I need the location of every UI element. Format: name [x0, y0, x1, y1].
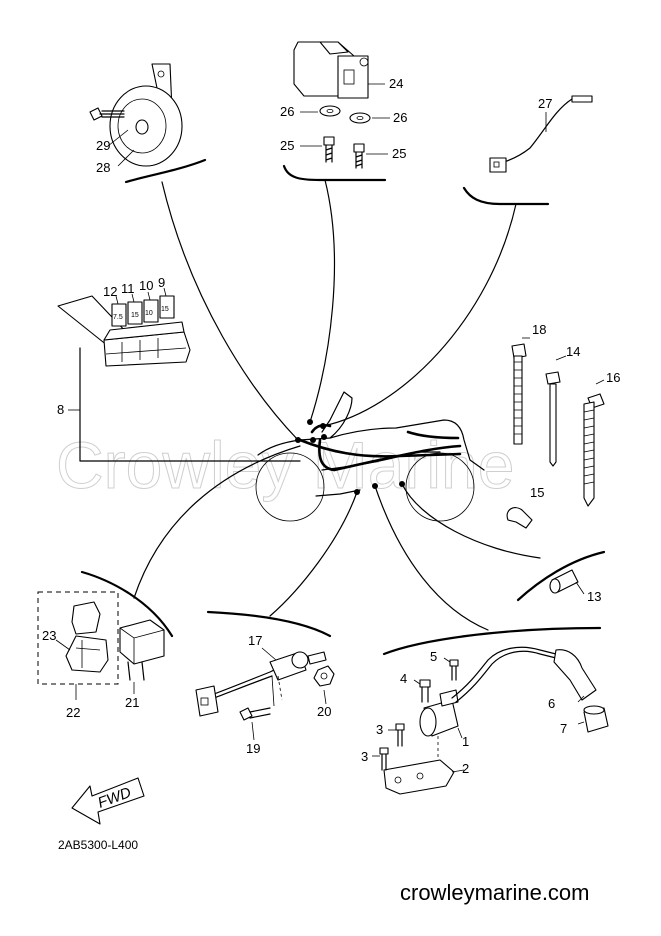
callout-number: 1: [462, 734, 469, 749]
callout-number: 26: [393, 110, 407, 125]
sensor-lead: [489, 95, 593, 173]
flasher-relay: [119, 619, 165, 681]
screw: [323, 136, 365, 169]
callout-number: 4: [400, 671, 407, 686]
callout-number: 17: [248, 633, 262, 648]
fuse-rating: 15: [131, 312, 139, 319]
callout-number: 27: [538, 96, 552, 111]
spark-plug-cap: [553, 649, 597, 701]
watermark-text: Crowley Marine: [56, 428, 514, 502]
washer: [319, 105, 371, 124]
fuse: 7.5 15 10 15: [111, 295, 175, 327]
horn: [109, 63, 183, 167]
callout-number: 18: [532, 322, 546, 337]
fwd-arrow-icon: FWD: [71, 777, 145, 825]
switch-harness: [195, 651, 327, 717]
callout-number: 5: [430, 649, 437, 664]
nut: [313, 665, 335, 687]
ignition-coil: [419, 646, 557, 737]
callout-number: 25: [280, 138, 294, 153]
callout-number: 23: [42, 628, 56, 643]
assembly-outline: [37, 591, 119, 685]
callout-number: 6: [548, 696, 555, 711]
callout-number: 13: [587, 589, 601, 604]
cable-tie: [545, 371, 561, 467]
cable-tie: [511, 343, 527, 445]
callout-number: 3: [361, 749, 368, 764]
callout-number: 25: [392, 146, 406, 161]
relay-connector: [293, 41, 385, 99]
screw: [379, 723, 405, 771]
callout-numbers: 1 2 3 3 4 5 6 7 8 9 10 11 12 13 14 15 15…: [42, 76, 620, 776]
coil-bracket: [383, 736, 455, 795]
callout-number: 11: [121, 281, 135, 296]
group-bars: [80, 158, 606, 656]
pipe: [549, 569, 585, 595]
callout-number: 7: [560, 721, 567, 736]
leader-lines: [79, 179, 541, 631]
callout-number: 8: [57, 402, 64, 417]
callout-number: 29: [96, 138, 110, 153]
callout-number: 28: [96, 160, 110, 175]
callout-number: 26: [280, 104, 294, 119]
callout-number: 22: [66, 705, 80, 720]
callout-number: 9: [158, 275, 165, 290]
callout-number: 2: [462, 761, 469, 776]
callout-number: 3: [376, 722, 383, 737]
callout-number: 12: [103, 284, 117, 299]
fuse-rating: 15: [161, 306, 169, 313]
cable-tie: [583, 393, 605, 507]
diagram-code: 2AB5300-L400: [58, 838, 138, 852]
plug-cap-cover: [583, 705, 609, 733]
fuse-box: [57, 295, 191, 367]
horn-bolt: [89, 107, 125, 121]
fwd-label: FWD: [96, 784, 134, 812]
bolt: [419, 679, 431, 703]
callout-number: 16: [606, 370, 620, 385]
bolt: [239, 707, 271, 721]
callout-number: 14: [566, 344, 580, 359]
callout-number: 10: [139, 278, 153, 293]
screw: [449, 659, 459, 681]
relay: [65, 601, 109, 673]
fuse-rating: 10: [145, 310, 153, 317]
callout-number: 19: [246, 741, 260, 756]
callout-number: 15: [530, 485, 544, 500]
callout-number: 20: [317, 704, 331, 719]
fuse-rating: 7.5: [113, 314, 123, 321]
website-link[interactable]: crowleymarine.com: [400, 880, 590, 905]
wire-clamp: [506, 507, 533, 529]
callout-number: 24: [389, 76, 403, 91]
callout-number: 21: [125, 695, 139, 710]
